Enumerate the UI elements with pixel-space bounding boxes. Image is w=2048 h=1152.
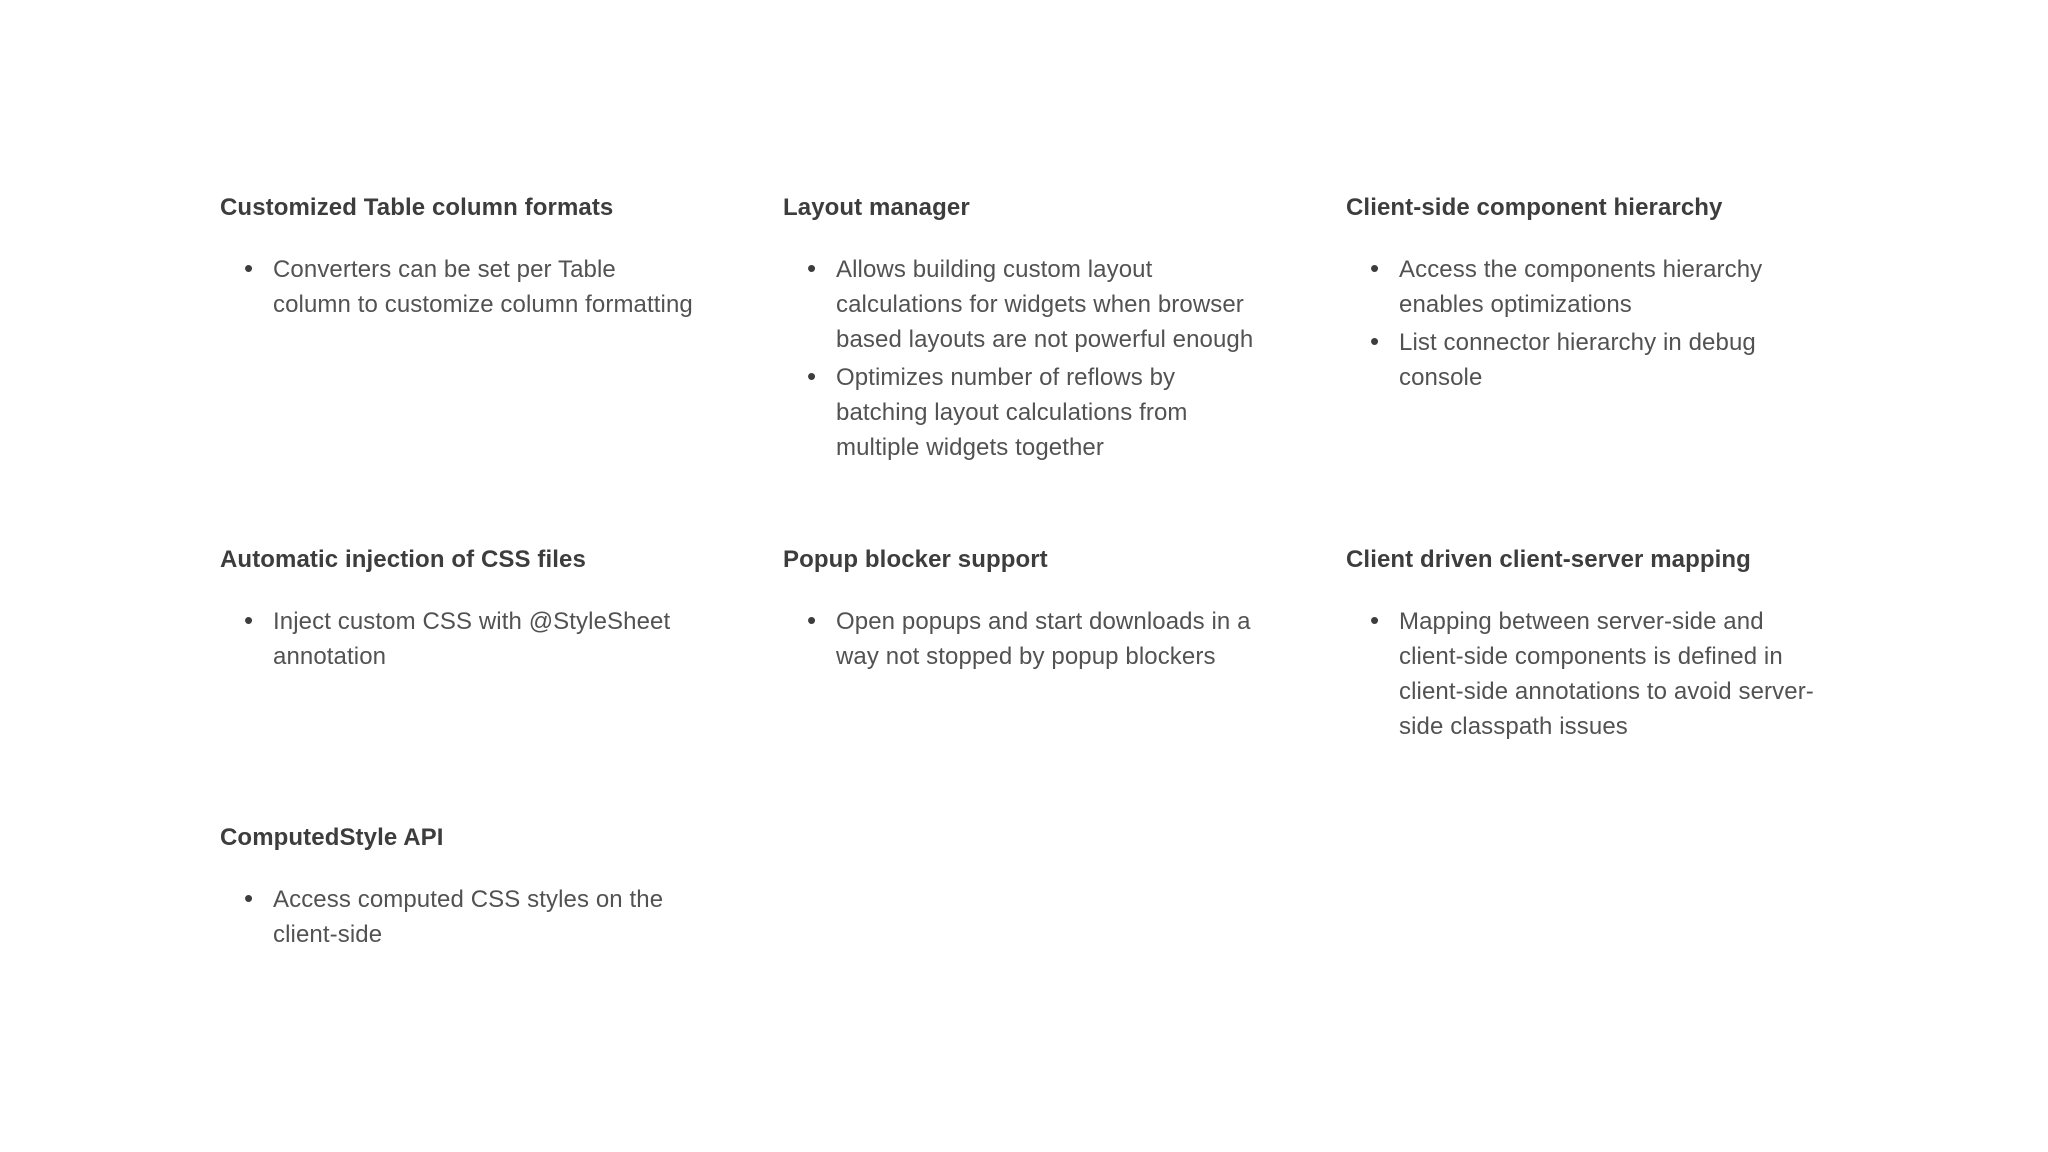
feature-bullet-list: Open popups and start downloads in a way… [783, 603, 1288, 674]
feature-bullet-list: Access the components hierarchy enables … [1346, 251, 1851, 395]
feature-title: Customized Table column formats [220, 194, 614, 221]
feature-bullet: Inject custom CSS with @StyleSheet annot… [220, 603, 725, 674]
feature-title: Automatic injection of CSS files [220, 546, 586, 573]
feature-bullet-list: Converters can be set per Table column t… [220, 251, 725, 322]
feature-block-popup-blocker-support: Popup blocker support Open popups and st… [783, 542, 1288, 820]
feature-title: Client driven client-server mapping [1346, 546, 1751, 573]
feature-block-layout-manager: Layout manager Allows building custom la… [783, 190, 1288, 542]
feature-bullet-list: Access computed CSS styles on the client… [220, 881, 725, 952]
feature-bullet: Open popups and start downloads in a way… [783, 603, 1288, 674]
feature-block-client-side-component-hierarchy: Client-side component hierarchy Access t… [1346, 190, 1851, 542]
feature-bullet: Allows building custom layout calculatio… [783, 251, 1288, 357]
feature-block-client-driven-client-server-mapping: Client driven client-server mapping Mapp… [1346, 542, 1851, 820]
feature-bullet: Access the components hierarchy enables … [1346, 251, 1851, 322]
feature-bullet-list: Inject custom CSS with @StyleSheet annot… [220, 603, 725, 674]
feature-title: Popup blocker support [783, 546, 1048, 573]
feature-title: Client-side component hierarchy [1346, 194, 1723, 221]
feature-bullet: Converters can be set per Table column t… [220, 251, 725, 322]
features-grid: Customized Table column formats Converte… [0, 0, 2048, 952]
feature-bullet: Mapping between server-side and client-s… [1346, 603, 1851, 744]
feature-bullet-list: Allows building custom layout calculatio… [783, 251, 1288, 465]
feature-block-automatic-injection-of-css-files: Automatic injection of CSS files Inject … [220, 542, 725, 820]
feature-title: Layout manager [783, 194, 970, 221]
feature-bullet: List connector hierarchy in debug consol… [1346, 324, 1851, 395]
feature-bullet-list: Mapping between server-side and client-s… [1346, 603, 1851, 744]
feature-block-customized-table-column-formats: Customized Table column formats Converte… [220, 190, 725, 542]
feature-bullet: Access computed CSS styles on the client… [220, 881, 725, 952]
feature-bullet: Optimizes number of reflows by batching … [783, 359, 1288, 465]
feature-title: ComputedStyle API [220, 824, 444, 851]
feature-block-computedstyle-api: ComputedStyle API Access computed CSS st… [220, 820, 725, 952]
